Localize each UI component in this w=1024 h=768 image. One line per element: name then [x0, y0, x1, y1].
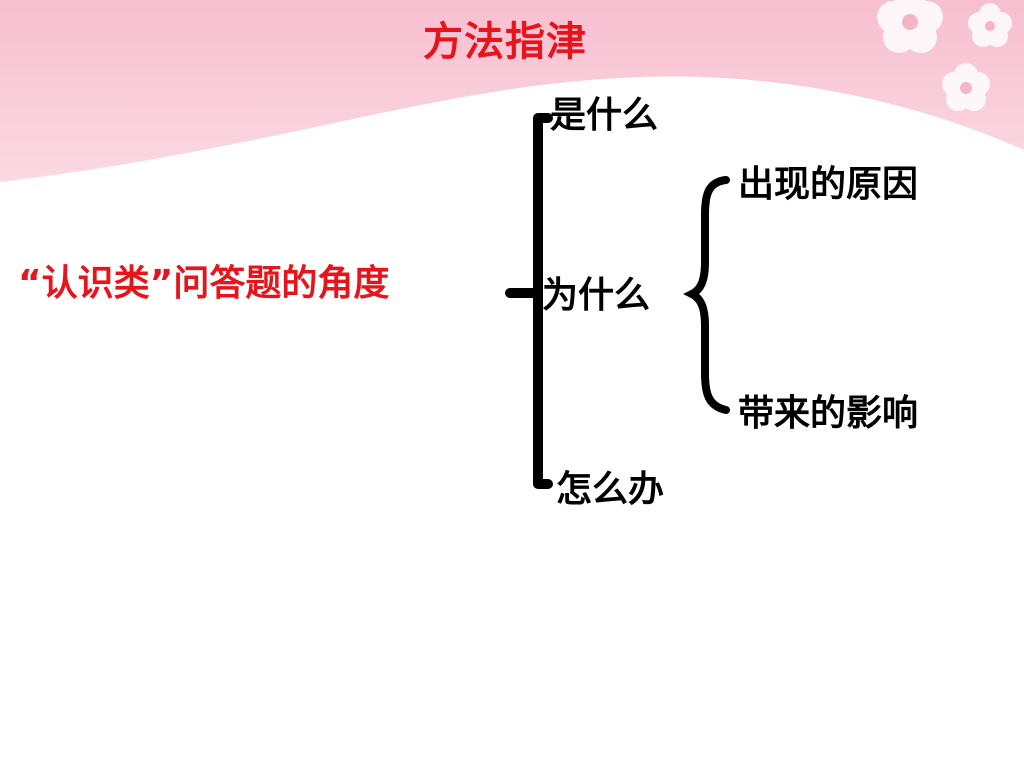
main-bracket — [505, 113, 553, 489]
white-wave-highlight — [0, 76, 1024, 196]
branch-what: 是什么 — [550, 95, 659, 136]
header-decoration — [0, 0, 1024, 196]
flower-icon — [877, 0, 1012, 111]
slide-title: 方法指津 — [423, 19, 587, 65]
sub-branch-impact: 带来的影响 — [738, 393, 919, 434]
branch-how: 怎么办 — [556, 469, 665, 510]
sub-brace — [683, 176, 730, 414]
pink-wave-band — [0, 0, 1024, 182]
branch-why: 为什么 — [542, 275, 651, 316]
root-node: “认识类”问答题的角度 — [18, 263, 390, 304]
sub-branch-cause: 出现的原因 — [738, 164, 919, 205]
